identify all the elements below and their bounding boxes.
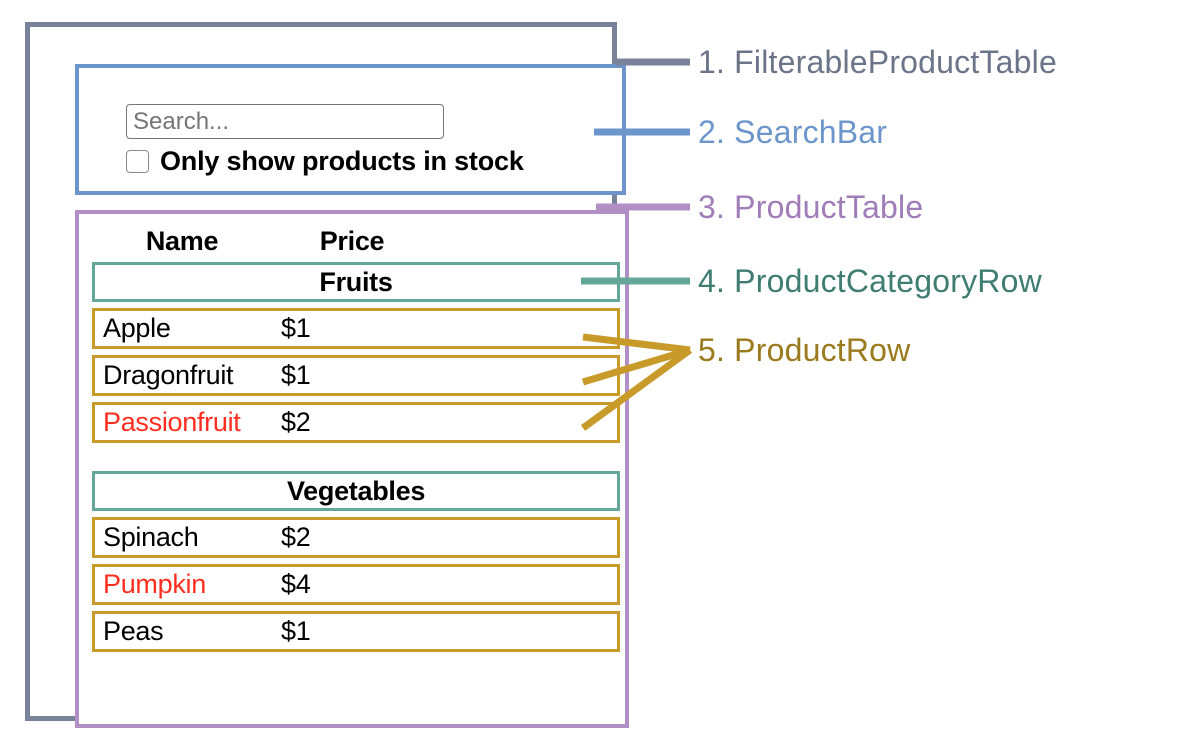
product-name: Dragonfruit <box>103 360 234 390</box>
product-row-spinach[interactable]: Spinach $2 <box>92 517 620 558</box>
legend-item-product-table: 3. ProductTable <box>698 189 924 225</box>
product-name: Pumpkin <box>103 569 206 599</box>
product-price: $2 <box>281 522 311 552</box>
legend-item-product-row: 5. ProductRow <box>698 332 911 368</box>
leader-line-product-row-3 <box>580 347 693 431</box>
product-row-peas[interactable]: Peas $1 <box>92 611 620 652</box>
in-stock-checkbox[interactable] <box>126 150 149 173</box>
product-category-row-vegetables: Vegetables <box>92 471 620 511</box>
product-category-row-fruits: Fruits <box>92 262 620 302</box>
column-header-name: Name <box>145 225 219 256</box>
product-name: Passionfruit <box>103 407 241 437</box>
product-row-pumpkin[interactable]: Pumpkin $4 <box>92 564 620 605</box>
product-name: Spinach <box>103 522 199 552</box>
product-price: $1 <box>281 360 311 390</box>
search-input[interactable] <box>126 104 444 139</box>
legend-item-search-bar: 2. SearchBar <box>698 114 888 150</box>
in-stock-checkbox-label: Only show products in stock <box>160 146 524 176</box>
product-row-passionfruit[interactable]: Passionfruit $2 <box>92 402 620 443</box>
filterable-product-table-box: Only show products in stock Name Price F… <box>25 22 629 728</box>
product-price: $4 <box>281 569 311 599</box>
product-name: Peas <box>103 616 164 646</box>
column-header-price: Price <box>319 225 385 256</box>
product-table-inner: Name Price Fruits Apple $1 Dragonfruit $… <box>92 220 620 658</box>
product-row-dragonfruit[interactable]: Dragonfruit $1 <box>92 355 620 396</box>
product-price: $1 <box>281 616 311 646</box>
search-bar-box: Only show products in stock <box>75 64 626 195</box>
product-category-label: Vegetables <box>286 475 426 506</box>
product-table-box: Name Price Fruits Apple $1 Dragonfruit $… <box>75 210 629 728</box>
legend-item-product-category-row: 4. ProductCategoryRow <box>698 263 1042 299</box>
leader-line-product-row-1 <box>582 333 691 354</box>
stock-filter-row: Only show products in stock <box>126 148 524 175</box>
leader-line-product-row-2 <box>581 346 692 386</box>
legend-item-filterable-product-table: 1. FilterableProductTable <box>698 44 1057 80</box>
product-price: $2 <box>281 407 311 437</box>
product-row-apple[interactable]: Apple $1 <box>92 308 620 349</box>
product-price: $1 <box>281 313 311 343</box>
product-name: Apple <box>103 313 171 343</box>
product-category-label: Fruits <box>319 266 393 297</box>
product-table-header-row: Name Price <box>92 220 620 262</box>
